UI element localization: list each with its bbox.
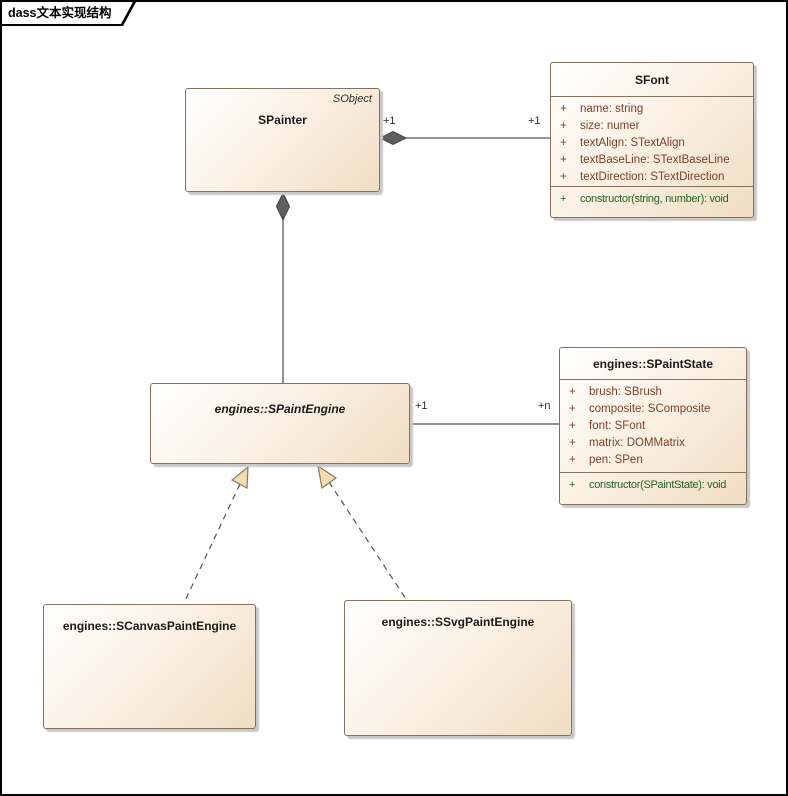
attribute-row[interactable]: + size: numer (551, 118, 753, 135)
multiplicity-label: +1 (383, 115, 396, 127)
realization-arrowhead (230, 465, 249, 489)
attribute-row[interactable]: + textAlign: STextAlign (551, 135, 753, 152)
diagram-frame-tab: dass文本实现结构 (2, 2, 136, 26)
operation-row[interactable]: + constructor(SPaintState): void (560, 477, 746, 494)
class-spainter[interactable]: SObject SPainter (185, 88, 380, 192)
composition-diamond (275, 191, 291, 222)
visibility-public: + (560, 137, 567, 149)
realization-scanvas-spaintengine[interactable] (183, 465, 249, 604)
class-name: SPainter (258, 113, 307, 127)
visibility-public: + (569, 403, 576, 415)
stereotype-label: SObject (332, 93, 372, 105)
class-name: SFont (635, 72, 669, 87)
visibility-public: + (560, 193, 567, 205)
visibility-public: + (560, 154, 567, 166)
operation-row[interactable]: + constructor(string, number): void (551, 191, 753, 208)
attribute-row[interactable]: + textDirection: STextDirection (551, 169, 753, 186)
visibility-public: + (569, 437, 576, 449)
attributes-compartment: + name: string + size: numer + textAlign… (551, 97, 753, 187)
operations-compartment: + constructor(SPaintState): void (560, 473, 746, 504)
visibility-public: + (560, 103, 567, 115)
attribute-row[interactable]: + matrix: DOMMatrix (560, 435, 746, 452)
class-name: engines::SPaintEngine (214, 402, 346, 416)
attribute-row[interactable]: + pen: SPen (560, 452, 746, 469)
class-name: engines::SSvgPaintEngine (381, 615, 535, 629)
attribute-row[interactable]: + brush: SBrush (560, 384, 746, 401)
attribute-row[interactable]: + font: SFont (560, 418, 746, 435)
visibility-public: + (569, 479, 576, 491)
visibility-public: + (560, 120, 567, 132)
class-name: engines::SPaintState (592, 356, 714, 371)
diagram-title: dass文本实现结构 (8, 6, 112, 20)
class-name: engines::SCanvasPaintEngine (62, 619, 237, 633)
attribute-row[interactable]: + composite: SComposite (560, 401, 746, 418)
class-sfont[interactable]: SFont + name: string + size: numer + tex… (550, 62, 754, 218)
composition-diamond (378, 130, 408, 146)
realization-ssvg-spaintengine[interactable] (317, 464, 407, 600)
multiplicity-label: +n (538, 400, 551, 412)
operations-compartment: + constructor(string, number): void (551, 187, 753, 217)
class-spaintstate[interactable]: engines::SPaintState + brush: SBrush + c… (559, 347, 747, 505)
multiplicity-label: +1 (528, 115, 541, 127)
multiplicity-label: +1 (415, 400, 428, 412)
realization-arrowhead (317, 464, 338, 490)
composition-spainter-sfont[interactable] (378, 130, 550, 146)
visibility-public: + (569, 420, 576, 432)
visibility-public: + (569, 454, 576, 466)
class-ssvgpaintengine[interactable]: engines::SSvgPaintEngine (344, 600, 572, 736)
class-scanvaspaintengine[interactable]: engines::SCanvasPaintEngine (43, 604, 256, 729)
attribute-row[interactable]: + textBaseLine: STextBaseLine (551, 152, 753, 169)
class-title-compartment: engines::SPaintState (560, 348, 746, 380)
visibility-public: + (569, 386, 576, 398)
class-title-compartment: SFont (551, 63, 753, 97)
attributes-compartment: + brush: SBrush + composite: SComposite … (560, 380, 746, 473)
diagram-frame-tab-inner (2, 2, 133, 24)
attribute-row[interactable]: + name: string (551, 101, 753, 118)
visibility-public: + (560, 171, 567, 183)
class-spaintengine[interactable]: engines::SPaintEngine (150, 383, 410, 464)
composition-spainter-spaintengine[interactable] (275, 191, 291, 383)
